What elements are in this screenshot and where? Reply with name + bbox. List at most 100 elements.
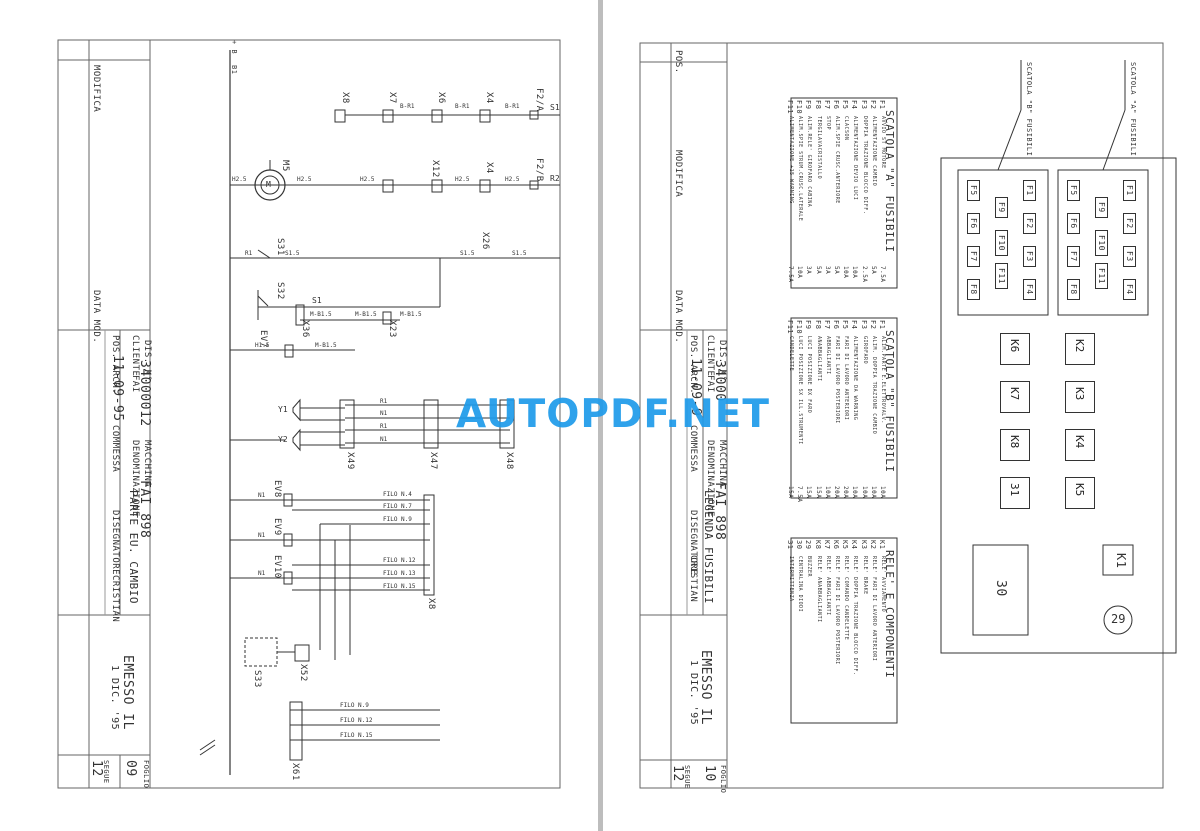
label-s1: S1 (550, 103, 560, 112)
rele-row-id: 31 (786, 540, 794, 550)
rele-row-id: 29 (804, 540, 813, 550)
label-s33: S33 (252, 670, 262, 688)
rele-row-desc: RELE' FARI DI LAVORO ANTERIORI (870, 556, 877, 662)
fuse-f10: F10 (1095, 229, 1108, 256)
rele-row-desc: RELE' COMANDO CANDELETTE (843, 556, 850, 641)
rele-row-id: K4 (850, 540, 859, 550)
label-filo-15: FILO N.15 (383, 583, 416, 590)
fuse-f7: F7 (967, 246, 980, 267)
label-mb15b: M-B1.5 (355, 311, 377, 318)
label-n1-y2: N1 (380, 436, 388, 443)
scatola-a-row-id: F2 (868, 100, 877, 110)
rele-row-desc: CENTRALINA DIODI (797, 556, 804, 613)
label-x4: X4 (484, 92, 494, 104)
scatola-b-row-id: F6 (832, 320, 840, 330)
label-scatola-b: SCATOLA "B" FUSIBILI (1025, 62, 1033, 157)
fuse-legend-sheet (639, 42, 1177, 789)
rele-row-desc: RELE' DOPPIA TRAZIONE BLOCCO DIFF. (852, 556, 859, 676)
rele-row-id: K5 (841, 540, 850, 550)
label-ev10: EV10 (272, 555, 282, 579)
relay-label: K6 (1008, 339, 1021, 353)
label-x12: X12 (430, 160, 440, 178)
relay-label: K3 (1073, 387, 1086, 401)
scatola-b-row-desc: GIROFARO (861, 336, 868, 365)
label-s15: S1.5 (285, 250, 300, 257)
label-filo-13: FILO N.13 (383, 570, 416, 577)
rele-row-desc: INTERMITTENZA (788, 556, 794, 602)
scatola-b-row-amp: 10A (879, 486, 886, 499)
label-n1-y: N1 (380, 410, 388, 417)
relay-k5: K5 (1065, 477, 1095, 509)
scatola-a-row-amp: 10A (842, 266, 850, 279)
label-filo-4: FILO N.4 (383, 491, 412, 498)
scatola-b-row-id: F10 (795, 320, 804, 335)
label-f2b: F2/B (534, 158, 544, 182)
label-x4b: X4 (484, 162, 494, 174)
label-filo-9: FILO N.9 (383, 516, 412, 523)
label-x36: X36 (300, 320, 310, 338)
relay-k7: K7 (1000, 381, 1030, 413)
segue-value: 12 (89, 760, 104, 777)
label-br1: B-R1 (400, 103, 415, 110)
scatola-a-row-id: F9 (804, 100, 813, 110)
label-filo-9b: FILO N.9 (340, 702, 369, 709)
relay-k2: K2 (1065, 333, 1095, 365)
relay-label: K8 (1008, 435, 1021, 449)
scatola-a-row-id: F7 (822, 100, 831, 110)
label-ev8: EV8 (272, 480, 282, 498)
emesso-date-r: 1 DIC. '95 (688, 660, 699, 726)
component-29: 29 (1111, 612, 1126, 626)
label-r1-y2: R1 (380, 423, 388, 430)
relay-k6: K6 (1000, 333, 1030, 365)
label-s31: S31 (275, 238, 285, 256)
scatola-a-row-amp: 2.5A (860, 266, 868, 283)
rele-row-id: 30 (795, 540, 804, 550)
scatola-a-row-amp: 5A (869, 266, 877, 275)
emesso-label: EMESSO IL (120, 655, 135, 730)
label-br1c: B-R1 (505, 103, 520, 110)
scatola-b-row-desc: ALIM. DOPPIA TRAZIONE CAMBIO (870, 336, 877, 435)
label-x23: X23 (387, 320, 397, 338)
scatola-b-row-amp: 15A (805, 486, 813, 499)
fuse-f11: F11 (1095, 262, 1108, 289)
scatola-a-row-desc: CLACSON (843, 116, 850, 141)
page-gutter (598, 0, 603, 831)
fuse-f2: F2 (1123, 213, 1136, 234)
scatola-b-row-id: F4 (850, 320, 859, 330)
scatola-a-row-amp: 3A (823, 266, 831, 275)
scatola-a-row-desc: ALIMENTAZIONE CAMBIO (870, 116, 877, 187)
fuse-f2: F2 (1023, 213, 1036, 234)
relay-label: K5 (1073, 483, 1086, 497)
scatola-b-row-amp: 20A (833, 486, 840, 499)
label-n1-ev9: N1 (258, 532, 266, 539)
label-r2: R2 (550, 174, 560, 183)
scatola-b-row-desc: LUCI POSIZIONE SX ILL.STRUMENTI (797, 336, 804, 445)
label-mb15d: M-B1.5 (315, 342, 337, 349)
fuse-f4: F4 (1023, 279, 1036, 300)
label-x47: X47 (428, 452, 438, 470)
relay-k1: K1 (1114, 553, 1128, 569)
scatola-a-row-desc: ALIMENTAZIONE +15 WARNING (788, 116, 794, 204)
label-filo-7: FILO N.7 (383, 503, 412, 510)
scatola-b-row-desc: FARI DI LAVORO ANTERIORI (843, 336, 850, 421)
fuse-f8: F8 (967, 279, 980, 300)
rele-row-desc: RELE' ABBAGLIANTI (824, 556, 831, 616)
fuse-f10: F10 (995, 229, 1008, 256)
scatola-b-row-id: F11 (786, 320, 794, 335)
scatola-b-row-id: F2 (868, 320, 877, 330)
scatola-b-row-amp: 15A (787, 486, 794, 499)
rele-row-id: K7 (822, 540, 831, 550)
relay-k8: K8 (1000, 429, 1030, 461)
scatola-a-row-amp: 5A (814, 266, 822, 275)
scatola-b-row-desc: FARI DI LAVORO POSTERIORI (834, 336, 840, 424)
emesso-label-r: EMESSO IL (698, 650, 713, 725)
disegnatore-label: DISEGNATORE (110, 510, 120, 576)
scatola-a-row-id: F1 (878, 100, 886, 110)
fuse-f11: F11 (995, 262, 1008, 289)
fuse-f3: F3 (1023, 246, 1036, 267)
scatola-a-row-amp: 7.5A (879, 266, 886, 283)
scatola-b-row-amp: 10A (860, 486, 868, 499)
scatola-a-row-id: F11 (786, 100, 794, 115)
label-x52: X52 (298, 664, 308, 682)
label-h25c: H2.5 (360, 176, 375, 183)
